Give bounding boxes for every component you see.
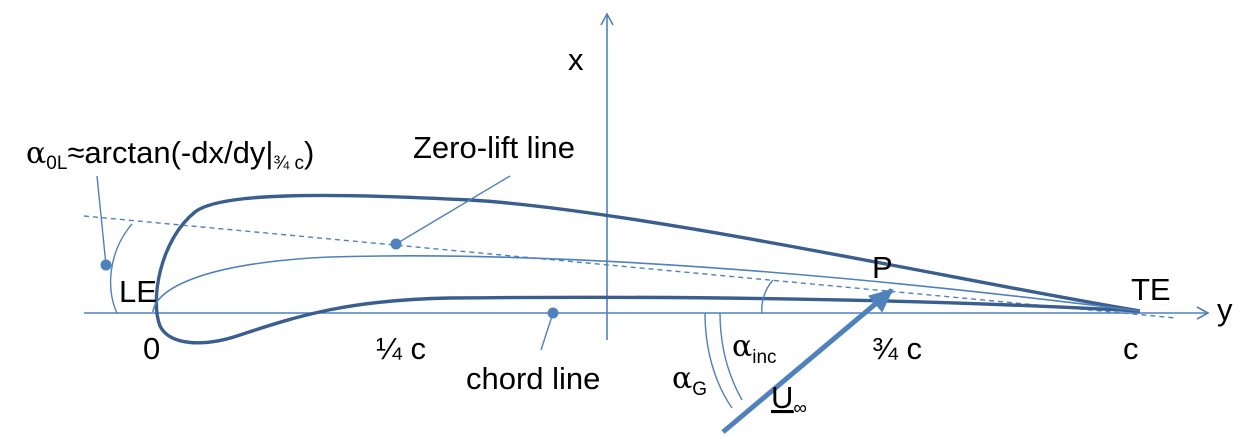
- freestream-arrow: [721, 288, 894, 434]
- alpha-inc-symbol: α: [732, 329, 752, 364]
- trailing-edge-label: TE: [1131, 272, 1171, 307]
- leading-edge-label: LE: [119, 274, 157, 309]
- alpha-inc-arc: [761, 279, 774, 314]
- quarter-chord-label: ¼ c: [376, 331, 426, 366]
- formula-eval-subscript: ¾ c: [273, 153, 304, 174]
- zero-lift-line-label: Zero-lift line: [413, 130, 575, 165]
- chord-end-label: c: [1123, 331, 1139, 366]
- y-axis-label: y: [1217, 292, 1233, 327]
- camber-line: [152, 255, 1141, 313]
- freestream-velocity-label: U∞: [771, 380, 807, 419]
- chord-line-dot: [547, 307, 559, 319]
- airfoil-profile: [154, 193, 1141, 345]
- alpha-g-subscript: G: [692, 379, 707, 400]
- formula-alpha: α: [26, 136, 46, 171]
- velocity-subscript: ∞: [793, 398, 807, 419]
- three-quarter-chord-label: ¾ c: [872, 331, 922, 366]
- alpha-g-symbol: α: [672, 361, 692, 396]
- formula-body: ≈arctan(-dx/dy|: [67, 135, 273, 170]
- point-p-label: P: [872, 250, 893, 285]
- alpha-g-arc-inner: [719, 312, 743, 401]
- formula-close: ): [304, 135, 314, 170]
- velocity-symbol: U: [771, 380, 793, 415]
- alpha-0l-leader: [96, 175, 107, 266]
- alpha-inc-label: αinc: [732, 329, 777, 368]
- zero-lift-line: [83, 215, 1177, 319]
- chord-line-label: chord line: [466, 361, 600, 396]
- alpha-inc-subscript: inc: [752, 347, 776, 368]
- zero-lift-leader: [395, 175, 511, 245]
- alpha-g-label: αG: [672, 361, 707, 400]
- alpha-0l-formula: α0L≈arctan(-dx/dy|¾ c): [26, 135, 314, 174]
- alpha-0l-arc: [109, 223, 133, 314]
- chord-line-leader: [540, 312, 554, 351]
- origin-label: 0: [143, 331, 160, 366]
- alpha-g-arc-outer: [704, 312, 733, 409]
- alpha-0l-dot: [100, 259, 112, 271]
- formula-subscript: 0L: [46, 153, 67, 174]
- x-axis-label: x: [568, 42, 584, 77]
- zero-lift-dot: [390, 238, 402, 250]
